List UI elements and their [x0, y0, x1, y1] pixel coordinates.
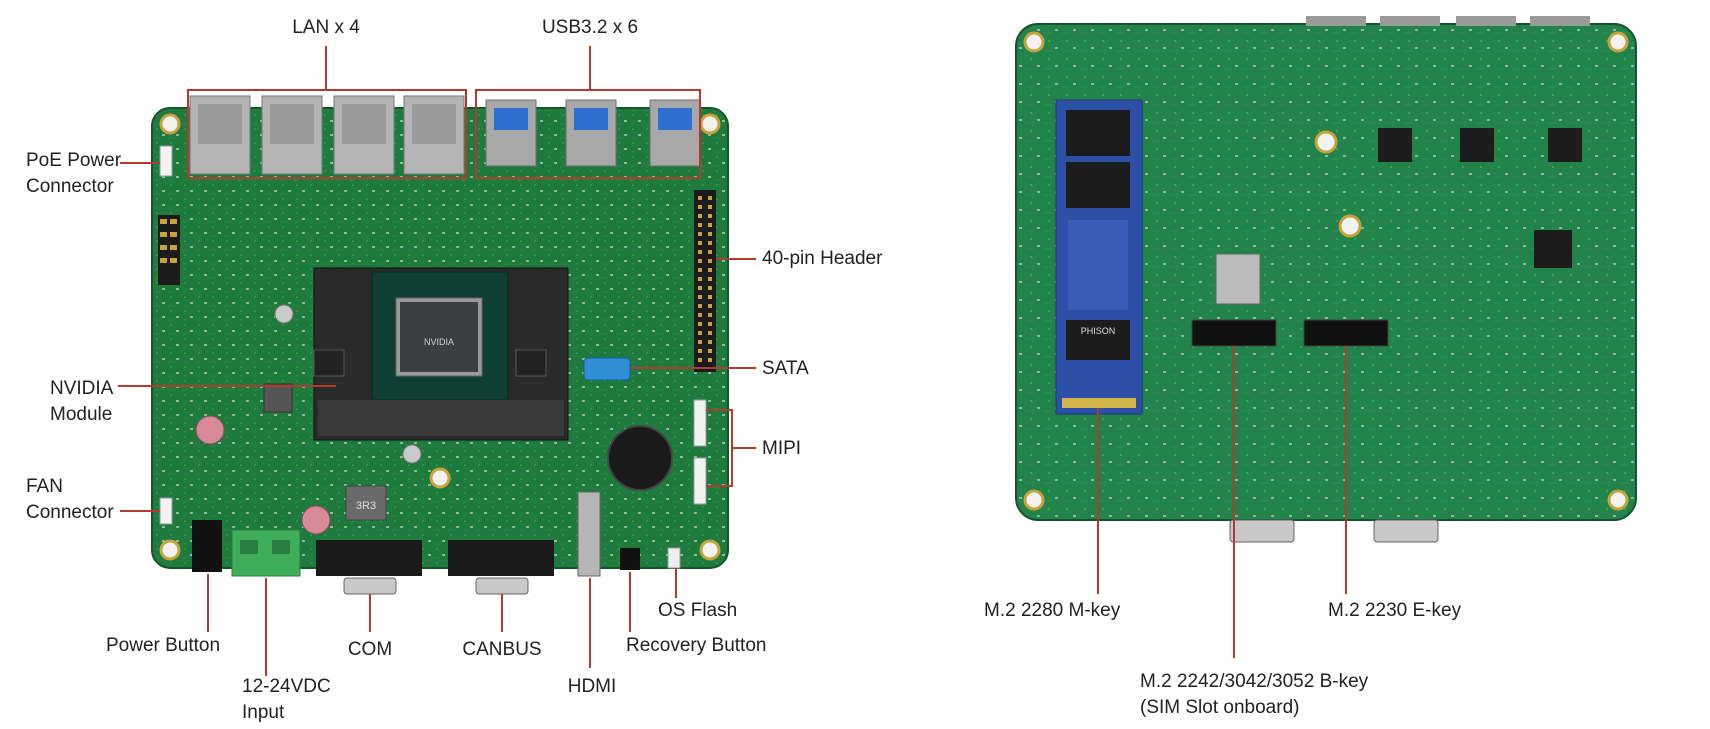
- label-sata: SATA: [762, 358, 809, 379]
- label-poe-line2: Connector: [26, 176, 114, 197]
- label-usb: USB3.2 x 6: [541, 17, 639, 38]
- label-nvidia-line1: NVIDIA: [50, 378, 114, 399]
- label-power-button: Power Button: [106, 635, 221, 656]
- right-board: PHISON: [1015, 16, 1637, 543]
- label-com: COM: [347, 639, 393, 660]
- mount-hole: [1338, 214, 1362, 238]
- label-recovery-button: Recovery Button: [626, 635, 767, 656]
- hdmi-port: [577, 491, 601, 577]
- sata-port: [583, 357, 631, 381]
- label-m2-bkey-line2: (SIM Slot onboard): [1140, 697, 1300, 718]
- callouts: [118, 46, 1347, 676]
- db9-rear: [1373, 519, 1439, 543]
- recovery-button-switch: [620, 548, 640, 570]
- mount-hole: [1314, 130, 1338, 154]
- chip: [1378, 128, 1412, 162]
- canbus-db9: [448, 540, 554, 595]
- mount-hole: [159, 539, 181, 561]
- mipi-connector-1: [693, 399, 707, 447]
- mount-hole: [1607, 489, 1629, 511]
- label-poe-line1: PoE Power: [26, 150, 122, 171]
- inductor: [263, 383, 293, 413]
- label-m2-bkey: M.2 2242/3042/3052 B-key (SIM Slot onboa…: [1140, 669, 1368, 721]
- label-lan: LAN x 4: [292, 17, 360, 38]
- nvidia-module: NVIDIA: [313, 267, 569, 441]
- header-40pin: [694, 190, 716, 372]
- left-board: NVIDIA 3R3: [151, 95, 729, 595]
- label-fan-line1: FAN: [26, 476, 63, 497]
- label-canbus: CANBUS: [462, 639, 542, 660]
- label-hdmi: HDMI: [567, 676, 617, 697]
- os-flash-switch: [667, 547, 681, 569]
- label-vdc-line1: 12-24VDC: [242, 676, 331, 697]
- mount-hole: [159, 113, 181, 135]
- m2-bkey-socket: [1191, 319, 1277, 347]
- fan-inductor-mark: 3R3: [356, 500, 376, 512]
- nvidia-die-mark: NVIDIA: [424, 337, 454, 347]
- mount-hole: [1023, 489, 1045, 511]
- callout-usb-box: [475, 89, 701, 179]
- usb-ports: [485, 99, 701, 167]
- label-vdc-line2: Input: [242, 702, 285, 723]
- label-fan: FAN Connector: [26, 474, 114, 526]
- label-m2-bkey-line1: M.2 2242/3042/3052 B-key: [1140, 671, 1369, 692]
- fan-connector: [159, 497, 173, 525]
- label-header40: 40-pin Header: [762, 248, 883, 269]
- callout-lan-box: [187, 89, 467, 179]
- label-m2-ekey: M.2 2230 E-key: [1328, 600, 1462, 621]
- mipi-connector-2: [693, 457, 707, 505]
- chip: [1460, 128, 1494, 162]
- label-os-flash: OS Flash: [658, 600, 738, 621]
- lan-ports: [189, 95, 465, 175]
- capacitor: [301, 505, 331, 535]
- poe-connector: [159, 145, 173, 177]
- mount-hole: [429, 467, 451, 489]
- coin-battery: [607, 425, 673, 491]
- mount-hole: [699, 539, 721, 561]
- power-button-switch: [192, 520, 222, 572]
- chip: [1548, 128, 1582, 162]
- ssd-brand-mark: PHISON: [1081, 326, 1116, 336]
- label-vdc: 12-24VDC Input: [242, 674, 331, 726]
- label-fan-line2: Connector: [26, 502, 114, 523]
- sim-slot: [1215, 253, 1261, 305]
- mount-hole: [699, 113, 721, 135]
- m2-2280-ssd: PHISON: [1055, 99, 1143, 415]
- m2-ekey-socket: [1303, 319, 1389, 347]
- label-m2-mkey: M.2 2280 M-key: [984, 600, 1121, 621]
- db9-rear: [1229, 519, 1295, 543]
- chip: [1534, 230, 1572, 268]
- capacitor: [274, 304, 294, 324]
- label-mipi: MIPI: [762, 438, 802, 459]
- com-db9: [316, 540, 422, 595]
- left-pin-header: [158, 215, 180, 285]
- label-nvidia-line2: Module: [50, 404, 113, 425]
- fan-inductor: [345, 485, 387, 521]
- mount-hole: [1607, 31, 1629, 53]
- capacitor: [195, 415, 225, 445]
- capacitor: [402, 444, 422, 464]
- label-nvidia: NVIDIA Module: [50, 376, 113, 428]
- label-poe: PoE Power Connector: [26, 148, 121, 200]
- mount-hole: [1023, 31, 1045, 53]
